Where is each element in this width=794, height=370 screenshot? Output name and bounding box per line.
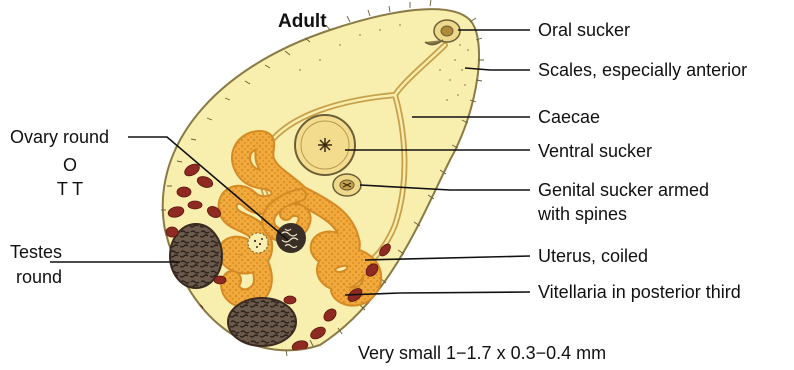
label-ovary-o: O bbox=[63, 155, 77, 175]
label-testes-line1: Testes bbox=[10, 242, 62, 262]
label-oral-sucker: Oral sucker bbox=[538, 20, 630, 40]
label-size: Very small 1−1.7 x 0.3−0.4 mm bbox=[358, 343, 606, 363]
label-vitellaria: Vitellaria in posterior third bbox=[538, 282, 741, 302]
label-uterus: Uterus, coiled bbox=[538, 246, 648, 266]
label-ovary-tt: T T bbox=[57, 179, 83, 199]
ventral-sucker bbox=[295, 115, 355, 175]
label-ovary: Ovary round bbox=[10, 127, 109, 147]
label-caecae: Caecae bbox=[538, 107, 600, 127]
label-testes-line2: round bbox=[16, 267, 62, 287]
testis-posterior bbox=[228, 298, 296, 346]
label-genital-sucker-line2: with spines bbox=[537, 204, 627, 224]
genital-sucker bbox=[333, 174, 361, 196]
label-genital-sucker-line1: Genital sucker armed bbox=[538, 180, 709, 200]
label-scales: Scales, especially anterior bbox=[538, 60, 747, 80]
diagram-title: Adult bbox=[278, 11, 327, 32]
label-ventral-sucker: Ventral sucker bbox=[538, 141, 652, 161]
